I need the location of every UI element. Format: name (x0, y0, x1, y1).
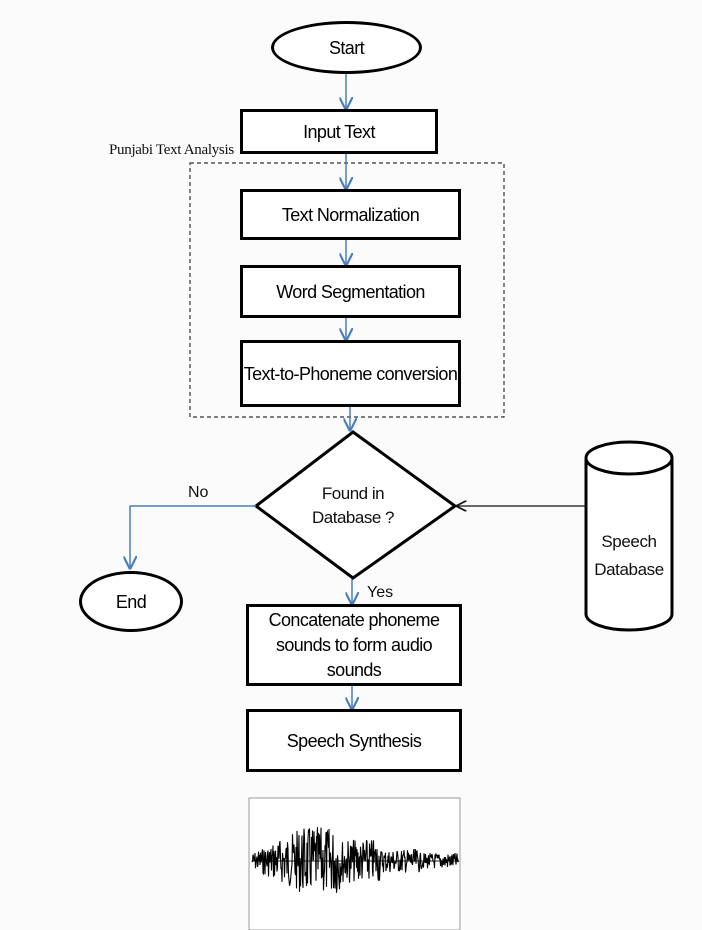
text-to-phoneme-label: Text-to-Phoneme conversion (243, 363, 458, 384)
start-label: Start (328, 37, 365, 58)
speech-synthesis-label: Speech Synthesis (286, 730, 422, 751)
edge-label-no: No (188, 484, 209, 501)
decision-diamond (253, 430, 458, 580)
group-label: Punjabi Text Analysis (109, 142, 234, 158)
concatenate-box: Concatenate phoneme sounds to form audio… (246, 604, 462, 686)
edge-label-yes: Yes (367, 584, 394, 601)
end-label: End (115, 591, 147, 612)
text-normalization-label: Text Normalization (281, 204, 420, 225)
speech-synthesis-box: Speech Synthesis (246, 709, 462, 772)
end-terminal: End (79, 571, 183, 632)
input-text-box: Input Text (240, 109, 438, 154)
text-to-phoneme-box: Text-to-Phoneme conversion (240, 340, 461, 407)
start-terminal: Start (271, 21, 422, 74)
waveform-image (248, 797, 461, 930)
speech-database-text: Speech Database (594, 532, 664, 579)
decision-label: Found in Database ? (290, 482, 416, 530)
speech-database-label: Speech Database (590, 528, 668, 584)
word-segmentation-box: Word Segmentation (240, 265, 461, 318)
input-text-label: Input Text (303, 121, 375, 142)
decision-text: Found in Database ? (312, 484, 394, 527)
text-analysis-group-box (189, 162, 505, 418)
arrow-no-to-end (130, 505, 256, 568)
concatenate-label: Concatenate phoneme sounds to form audio… (268, 609, 440, 680)
word-segmentation-label: Word Segmentation (276, 281, 425, 302)
text-normalization-box: Text Normalization (240, 189, 461, 240)
speech-database-cylinder (584, 440, 674, 632)
